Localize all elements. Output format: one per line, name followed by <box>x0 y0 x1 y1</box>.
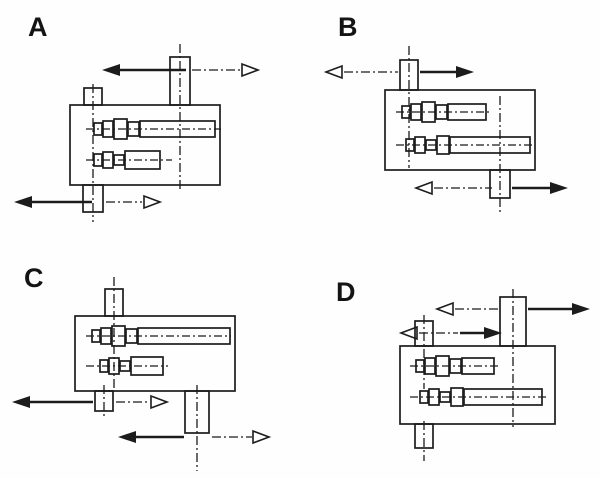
solid-right-arrow-icon <box>456 66 474 78</box>
panel-c-left-arrow-row <box>12 394 170 410</box>
solid-left-arrow-icon <box>118 431 136 443</box>
inner-upper-gear-shaft <box>396 101 490 123</box>
solid-left-arrow-icon <box>12 396 30 408</box>
hollow-right-arrow-icon <box>143 194 163 210</box>
solid-right-arrow-icon <box>484 327 502 339</box>
inner-lower-gear-shaft <box>410 387 546 407</box>
gearbox-body <box>399 345 556 425</box>
panel-b-figure: B <box>323 12 568 214</box>
panel-d: D <box>300 239 600 478</box>
bottom-right-shaft <box>489 169 511 199</box>
panel-d-label: D <box>336 277 356 307</box>
inner-upper-gear-shaft <box>410 355 500 377</box>
hollow-left-arrow-icon <box>398 325 418 341</box>
panel-c-bottom-arrow-row <box>118 429 272 445</box>
bottom-right-shaft <box>184 390 210 434</box>
gearbox-body <box>69 104 221 186</box>
panel-b-top-arrow-row <box>323 64 474 80</box>
inner-lower-gear-shaft <box>86 356 168 376</box>
panel-c: C <box>0 239 300 478</box>
solid-left-arrow-icon <box>14 196 32 208</box>
top-right-large-shaft <box>499 296 527 347</box>
panel-a-centerlines <box>92 44 181 222</box>
bottom-left-shaft <box>94 390 114 412</box>
panel-a-gearbox <box>69 56 221 213</box>
panel-a-figure: A <box>14 12 261 222</box>
panel-b-bottom-arrow-row <box>413 180 568 196</box>
solid-right-arrow-icon <box>572 303 590 315</box>
hollow-right-arrow-icon <box>241 62 261 78</box>
panel-a-label: A <box>28 12 48 42</box>
inner-lower-gear-shaft <box>86 150 172 170</box>
hollow-left-arrow-icon <box>413 180 433 196</box>
panel-d-centerlines <box>423 289 514 461</box>
gearbox-body <box>74 315 236 392</box>
panel-b-centerlines <box>408 46 501 214</box>
hollow-left-arrow-icon <box>434 301 454 317</box>
bottom-left-shaft <box>82 184 104 213</box>
panel-c-figure: C <box>12 263 272 471</box>
panel-a-bottom-arrow-row <box>14 194 163 210</box>
inner-upper-gear-shaft <box>86 118 221 140</box>
solid-left-arrow-icon <box>102 64 120 76</box>
hollow-right-arrow-icon <box>150 394 170 410</box>
panel-c-gearbox <box>74 288 236 434</box>
panel-d-lower-arrow-row <box>398 325 502 341</box>
bottom-left-shaft <box>414 423 434 449</box>
panel-d-figure: D <box>336 277 590 461</box>
inner-lower-gear-shaft <box>396 135 533 155</box>
panel-d-upper-arrow-row <box>434 301 590 317</box>
hollow-left-arrow-icon <box>323 64 343 80</box>
panel-b-label: B <box>338 12 358 42</box>
panel-a: A <box>0 0 300 239</box>
solid-right-arrow-icon <box>550 182 568 194</box>
panel-a-top-arrow-row <box>102 62 261 78</box>
hollow-right-arrow-icon <box>252 429 272 445</box>
panel-b: B <box>300 0 600 239</box>
inner-upper-gear-shaft <box>86 325 231 347</box>
panel-b-gearbox <box>384 59 536 199</box>
panel-d-gearbox <box>399 296 556 449</box>
panel-c-label: C <box>24 263 44 293</box>
gearbox-body <box>384 89 536 171</box>
